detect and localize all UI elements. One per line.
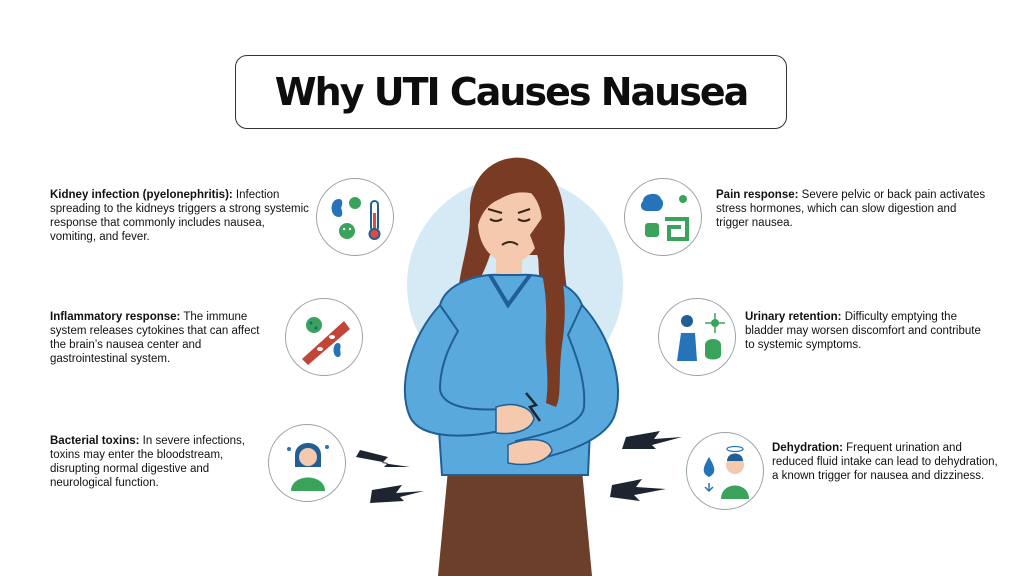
bacterial-toxins-body: In severe infections, toxins may enter t… bbox=[50, 435, 245, 489]
bladder-discomfort-icon bbox=[658, 298, 736, 376]
pain-response-heading: Pain response: bbox=[716, 189, 799, 201]
eyebrows bbox=[487, 208, 531, 214]
bacterial-toxins-text: Bacterial toxins: In severe infections, … bbox=[50, 434, 265, 490]
sweater-collar bbox=[488, 273, 532, 309]
urinary-retention-body: Difficulty emptying the bladder may wors… bbox=[745, 311, 981, 351]
title-box: Why UTI Causes Nausea bbox=[235, 55, 787, 129]
brain-gut-icon bbox=[624, 178, 702, 256]
page-title: Why UTI Causes Nausea bbox=[274, 70, 749, 114]
kidney-infection-heading: Kidney infection (pyelonephritis): bbox=[50, 189, 233, 201]
dehydration-heading: Dehydration: bbox=[772, 442, 843, 454]
left-arm bbox=[403, 303, 504, 437]
kidney-bacteria-thermometer-icon bbox=[316, 178, 394, 256]
left-hand bbox=[495, 403, 535, 435]
pain-response-body: Severe pelvic or back pain activates str… bbox=[716, 189, 986, 229]
urinary-retention-text: Urinary retention: Difficulty emptying t… bbox=[745, 310, 985, 352]
hair-front bbox=[474, 178, 546, 225]
dehydration-text: Dehydration: Frequent urination and redu… bbox=[772, 441, 1004, 483]
water-drop-dizzy-icon bbox=[686, 432, 764, 510]
kidney-infection-text: Kidney infection (pyelonephritis): Infec… bbox=[50, 188, 310, 244]
left-pain-bolt-upper bbox=[356, 450, 410, 467]
right-pain-bolt-lower bbox=[610, 479, 666, 501]
bacterial-toxins-heading: Bacterial toxins: bbox=[50, 435, 140, 447]
sick-person-icon bbox=[268, 424, 346, 502]
dehydration-body: Frequent urination and reduced fluid int… bbox=[772, 442, 998, 482]
left-pain-bolt-lower bbox=[370, 485, 424, 503]
right-hand bbox=[507, 438, 553, 466]
blood-vessel-cytokine-icon bbox=[285, 298, 363, 376]
inflammatory-heading: Inflammatory response: bbox=[50, 311, 181, 323]
kidney-infection-body: Infection spreading to the kidneys trigg… bbox=[50, 189, 309, 243]
urinary-retention-heading: Urinary retention: bbox=[745, 311, 842, 323]
right-pain-bolt-upper bbox=[622, 431, 682, 449]
eyes bbox=[489, 218, 531, 222]
woman-stomach-pain-illustration bbox=[356, 157, 682, 576]
inflammatory-body: The immune system releases cytokines tha… bbox=[50, 311, 260, 365]
mouth bbox=[501, 241, 519, 246]
face bbox=[478, 183, 542, 263]
pain-mark bbox=[525, 392, 542, 422]
pants bbox=[438, 470, 592, 576]
inflammatory-text: Inflammatory response: The immune system… bbox=[50, 310, 275, 366]
pain-response-text: Pain response: Severe pelvic or back pai… bbox=[716, 188, 986, 230]
hair-braid bbox=[530, 215, 565, 407]
